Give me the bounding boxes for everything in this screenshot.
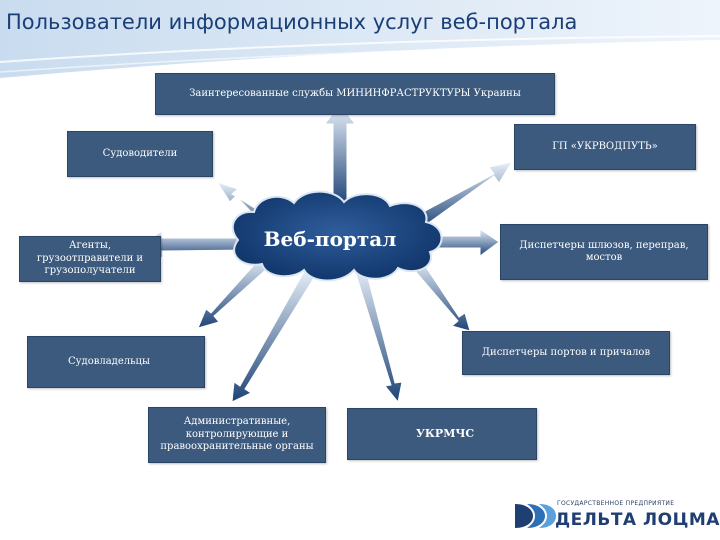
node-agents: Агенты, грузоотправители и грузополучате… <box>19 236 161 282</box>
arrow-to-authorities <box>231 267 318 403</box>
arrow-to-ukrvodput <box>411 161 514 230</box>
delta-lotsman-logo: ГОСУДАРСТВЕННОЕ ПРЕДПРИЯТИЕ ДЕЛЬТА ЛОЦМА… <box>513 498 720 534</box>
node-ukrvodput: ГП «УКРВОДПУТЬ» <box>514 124 696 170</box>
node-skippers: Судоводители <box>67 131 213 177</box>
logo-subtitle: ГОСУДАРСТВЕННОЕ ПРЕДПРИЯТИЕ <box>557 500 675 507</box>
node-ukrmchs: УКРМЧС <box>347 408 537 460</box>
cloud-shape <box>231 190 443 282</box>
node-ministry: Заинтересованные службы МИНИНФРАСТРУКТУР… <box>155 73 555 115</box>
arrows <box>142 103 514 404</box>
arrow-to-shipowners <box>197 255 271 329</box>
node-authorities: Административные, контролирующие и право… <box>148 407 326 463</box>
arrow-to-port-dispatchers <box>409 257 471 332</box>
logo-name: ДЕЛЬТА ЛОЦМАН <box>555 510 720 530</box>
web-portal-label: Веб-портал <box>263 227 397 251</box>
node-port-dispatchers: Диспетчеры портов и причалов <box>462 331 670 375</box>
logo-mark-icon <box>515 504 556 528</box>
arrow-to-ministry <box>324 103 356 206</box>
node-lock-dispatchers: Диспетчеры шлюзов, переправ, мостов <box>500 224 708 280</box>
page-title: Пользователи информационных услуг веб-по… <box>6 10 578 34</box>
node-shipowners: Судовладельцы <box>27 336 205 388</box>
arrow-to-ukrmchs <box>353 265 403 404</box>
arrow-to-lock-dispatchers <box>435 228 500 257</box>
